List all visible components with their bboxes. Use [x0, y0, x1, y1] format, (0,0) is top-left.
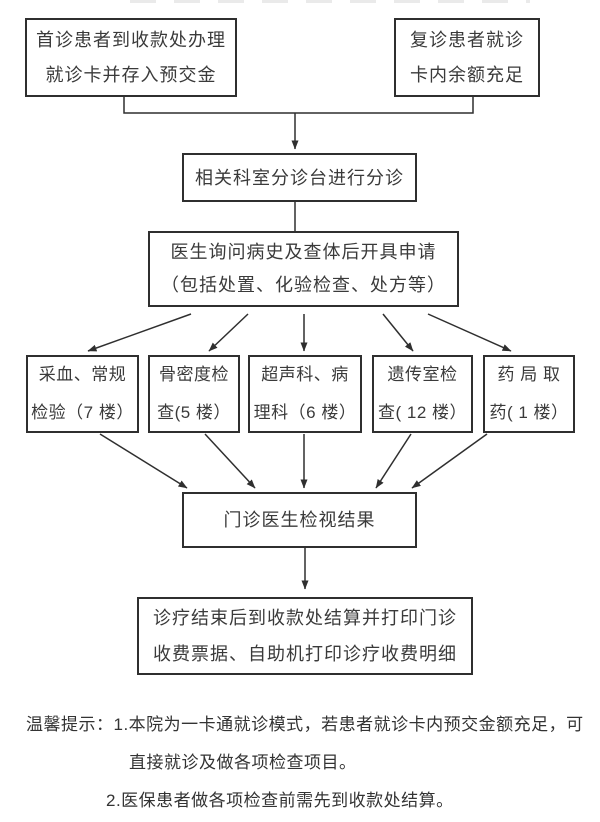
flow-box-bone-density: 骨密度检 查(5 楼） [148, 355, 240, 433]
flow-box-return-visit: 复诊患者就诊 卡内余额充足 [394, 18, 540, 97]
flow-box-text: 医生询问病史及查体后开具申请 [170, 242, 437, 262]
flow-box-text: 相关科室分诊台进行分诊 [195, 167, 404, 188]
flow-box-text: 遗传室检 [387, 365, 458, 384]
flow-box-text: 就诊卡并存入预交金 [45, 64, 217, 85]
arrow-genetics-review [375, 433, 412, 489]
flow-box-text: 门诊医生检视结果 [223, 510, 376, 530]
arrow-pharmacy-review [411, 433, 488, 489]
arrow-to-genetics [382, 313, 414, 352]
note-line-1: 温馨提示：1.本院为一卡通就诊模式，若患者就诊卡内预交金额充足，可 [26, 715, 584, 734]
flow-box-text: （包括处置、化验检查、处方等） [161, 275, 446, 295]
connector-merge-top [123, 97, 474, 114]
flow-box-genetics-lab: 遗传室检 查( 12 楼） [372, 355, 473, 433]
cropped-text-artifact [130, 0, 530, 3]
note-line-2: 直接就诊及做各项检查项目。 [129, 753, 357, 772]
arrow-blood-review [99, 433, 188, 489]
arrow-to-pharmacy [427, 313, 512, 352]
flow-box-text: 卡内余额充足 [410, 64, 524, 85]
flow-box-text: 查(5 楼） [157, 403, 231, 422]
arrow-bone-review [204, 433, 256, 489]
flow-box-text: 收费票据、自助机打印诊疗收费明细 [153, 644, 457, 664]
arrow-to-bone [208, 313, 249, 352]
flow-box-triage: 相关科室分诊台进行分诊 [182, 153, 417, 202]
arrow-to-blood [87, 313, 192, 352]
flow-box-text: 采血、常规 [38, 365, 127, 384]
flow-box-text: 超声科、病 [261, 365, 349, 384]
note-line-3: 2.医保患者做各项检查前需先到收款处结算。 [106, 791, 454, 810]
flow-box-text: 诊疗结束后到收款处结算并打印门诊 [153, 608, 457, 628]
flow-box-first-visit: 首诊患者到收款处办理 就诊卡并存入预交金 [25, 18, 237, 97]
flow-box-text: 药( 1 楼） [489, 403, 569, 422]
flow-box-text: 复诊患者就诊 [410, 29, 524, 50]
flow-box-pharmacy: 药 局 取 药( 1 楼） [483, 355, 575, 433]
flow-box-blood-test: 采血、常规 检验（7 楼） [26, 355, 139, 433]
flow-box-text: 理科（6 楼） [253, 403, 357, 422]
flow-box-doctor-review: 门诊医生检视结果 [182, 492, 417, 548]
flow-box-text: 药 局 取 [497, 365, 561, 384]
flow-box-text: 查( 12 楼） [377, 403, 468, 422]
flow-box-settlement: 诊疗结束后到收款处结算并打印门诊 收费票据、自助机打印诊疗收费明细 [137, 597, 473, 675]
flow-box-text: 骨密度检 [159, 365, 229, 384]
flow-box-doctor-request: 医生询问病史及查体后开具申请 （包括处置、化验检查、处方等） [148, 231, 459, 307]
flow-box-ultrasound-pathology: 超声科、病 理科（6 楼） [248, 355, 362, 433]
flow-box-text: 检验（7 楼） [31, 403, 134, 422]
flow-box-text: 首诊患者到收款处办理 [36, 29, 226, 50]
